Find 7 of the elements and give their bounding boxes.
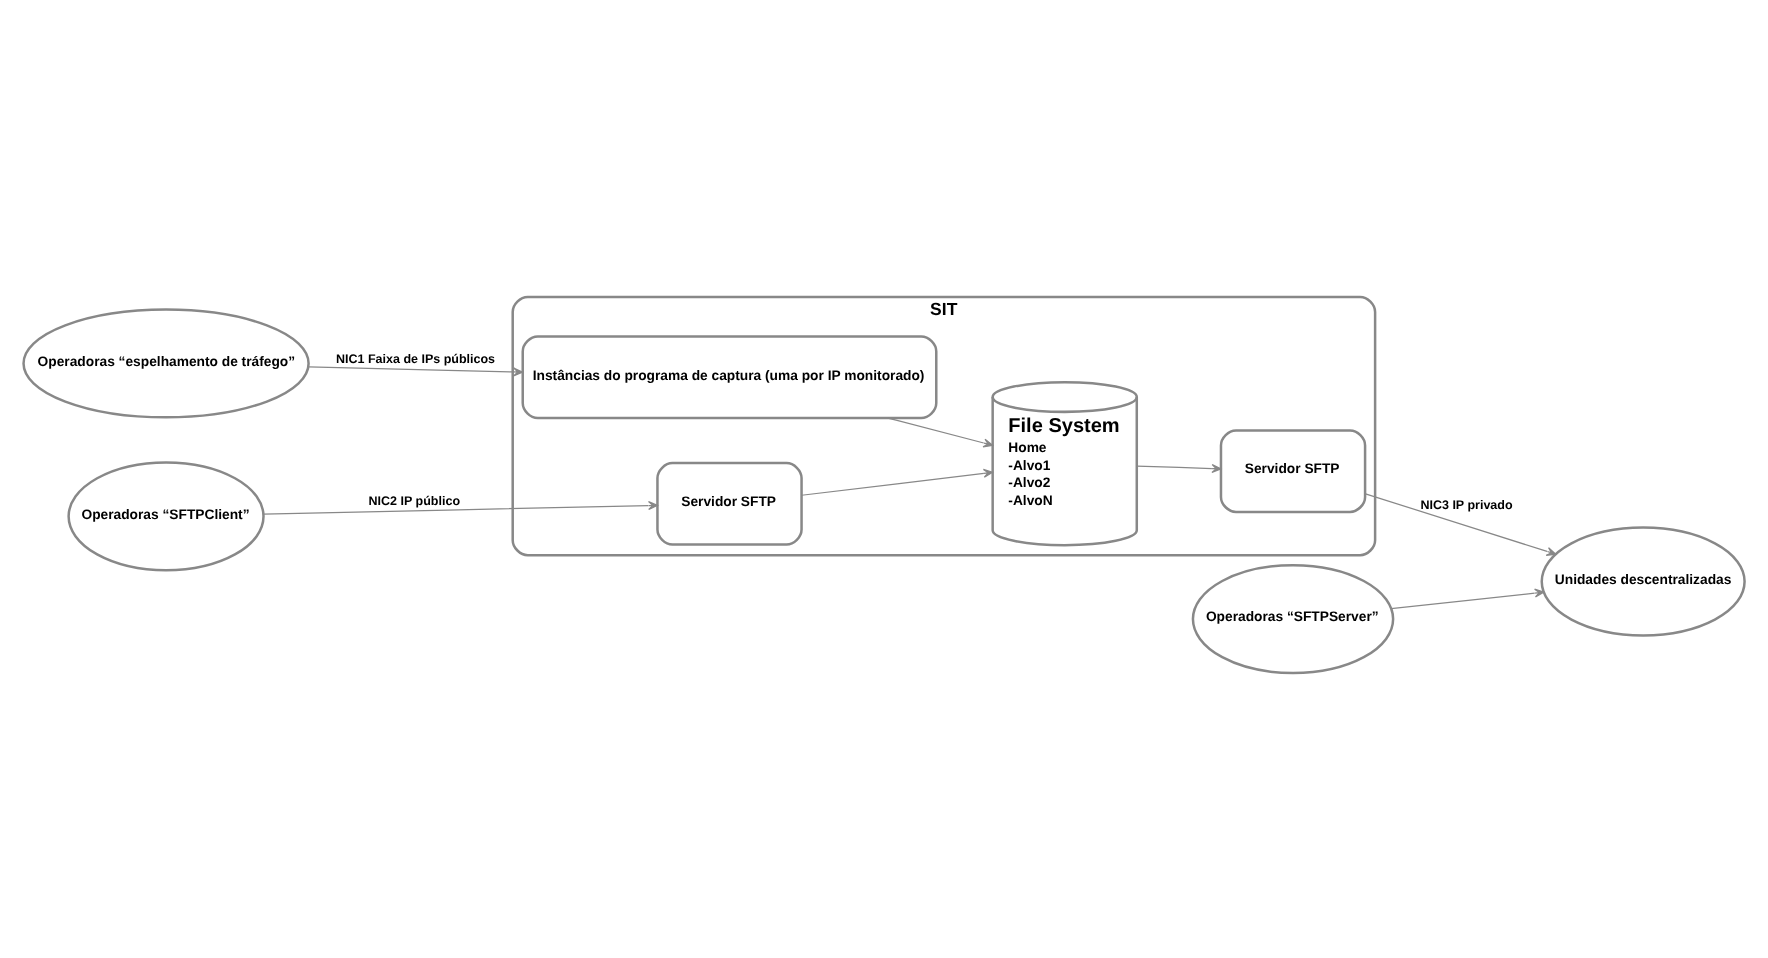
arrow xyxy=(262,500,659,514)
arrow xyxy=(801,467,994,495)
arrow xyxy=(307,365,523,376)
arrow xyxy=(1390,587,1545,609)
arrow xyxy=(1136,463,1222,473)
arrow xyxy=(887,416,994,447)
arrow xyxy=(1364,492,1557,555)
